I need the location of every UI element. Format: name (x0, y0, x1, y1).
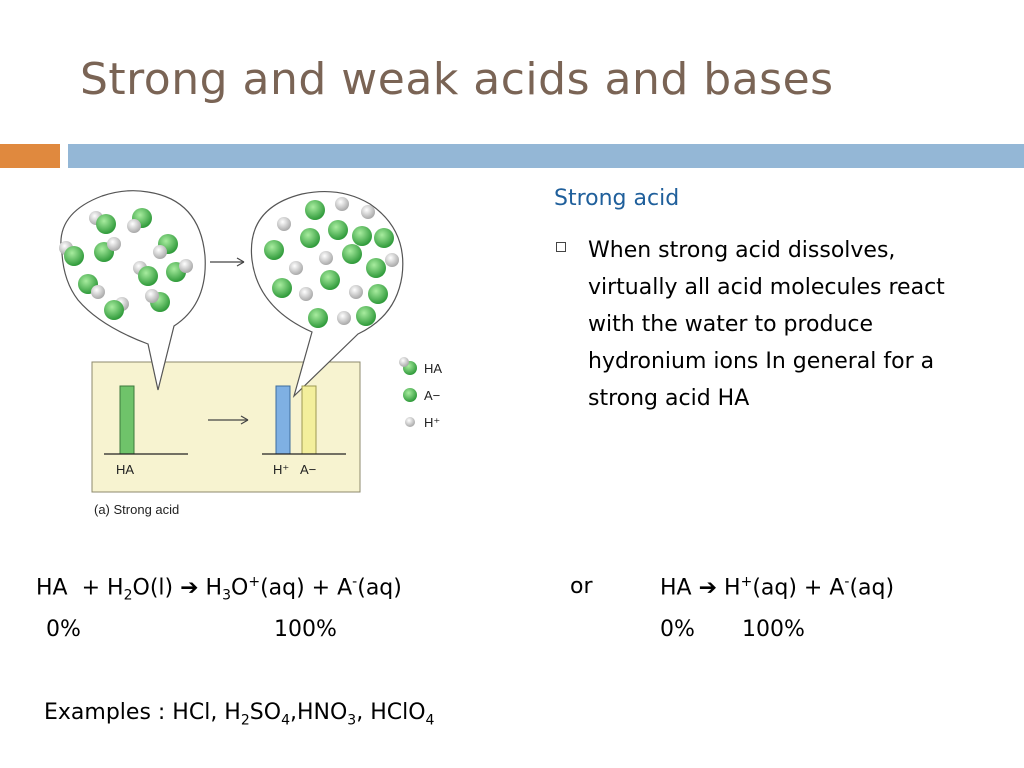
examples-hclo: , HClO (356, 700, 426, 725)
eq2-aq-a: (aq) + A (752, 575, 845, 601)
square-bullet-icon (556, 242, 566, 252)
equation-short: HA ➔ H+(aq) + A-(aq) (660, 574, 894, 600)
eq1-sup: + (248, 574, 261, 590)
eq1-ha: HA (36, 575, 68, 601)
bar-label-h: H⁺ (273, 462, 289, 477)
or-label: or (570, 574, 593, 599)
bar-a-minus (301, 385, 317, 455)
section-subhead: Strong acid (554, 186, 680, 211)
examples-sub: 3 (347, 712, 357, 729)
eq2-ha: HA (660, 575, 692, 601)
strong-acid-figure: HA H⁺ A− HA A− H⁺ (a) Strong acid (40, 176, 480, 532)
bar-label-ha: HA (116, 462, 134, 477)
ha-molecules (59, 208, 193, 320)
bar-ha (119, 385, 135, 455)
arrow-icon: ➔ (698, 575, 718, 601)
legend-a-minus: A− (424, 388, 440, 403)
slide-title: Strong and weak acids and bases (80, 54, 834, 105)
eq2-sup: - (844, 574, 850, 590)
dissociated-ions (264, 197, 399, 328)
examples-prefix: Examples : HCl, H (44, 700, 241, 725)
eq1-plus-h: + H (81, 575, 124, 601)
percent-eq2-left: 0% (660, 617, 695, 642)
examples-sub: 4 (425, 712, 435, 729)
eq1-sub: 2 (123, 587, 133, 604)
examples-sub: 4 (281, 712, 290, 729)
arrow-right-icon (208, 415, 249, 425)
eq1-o: O (231, 575, 249, 601)
eq1-sup: - (352, 574, 358, 590)
figure-caption: (a) Strong acid (94, 502, 179, 517)
percent-eq2-right: 100% (742, 617, 805, 642)
eq1-aq-a: (aq) + A (260, 575, 353, 601)
bullet-item: When strong acid dissolves, virtually al… (556, 232, 976, 417)
eq1-o-l: O(l) (132, 575, 174, 601)
examples-sub: 2 (240, 712, 250, 729)
eq2-sup: + (740, 574, 753, 590)
bar-h-plus (275, 385, 291, 455)
arrow-icon: ➔ (180, 575, 199, 601)
equation-full: HA + H2O(l) ➔ H3O+(aq) + A-(aq) (36, 574, 402, 604)
percent-eq1-left: 0% (46, 617, 81, 642)
examples-hno: ,HNO (289, 700, 348, 725)
eq2-aq-end: (aq) (849, 575, 895, 601)
strong-acid-diagram: HA H⁺ A− HA A− H⁺ (a) Strong acid (59, 190, 442, 517)
arrow-right-icon (210, 257, 245, 267)
legend-ha: HA (424, 361, 442, 376)
examples-line: Examples : HCl, H2SO4,HNO3, HClO4 (44, 700, 434, 728)
percent-eq1-right: 100% (274, 617, 337, 642)
eq2-h: H (724, 575, 741, 601)
bar-label-a: A− (300, 462, 316, 477)
examples-so: SO (249, 700, 282, 725)
eq1-sub: 3 (222, 587, 232, 604)
eq1-aq-end: (aq) (357, 575, 402, 601)
accent-bar-blue (68, 144, 1024, 168)
accent-bar-orange (0, 144, 60, 168)
bullet-text: When strong acid dissolves, virtually al… (588, 238, 945, 411)
eq1-h: H (205, 575, 223, 601)
legend-h-plus: H⁺ (424, 415, 440, 430)
legend: HA A− H⁺ (399, 357, 442, 430)
